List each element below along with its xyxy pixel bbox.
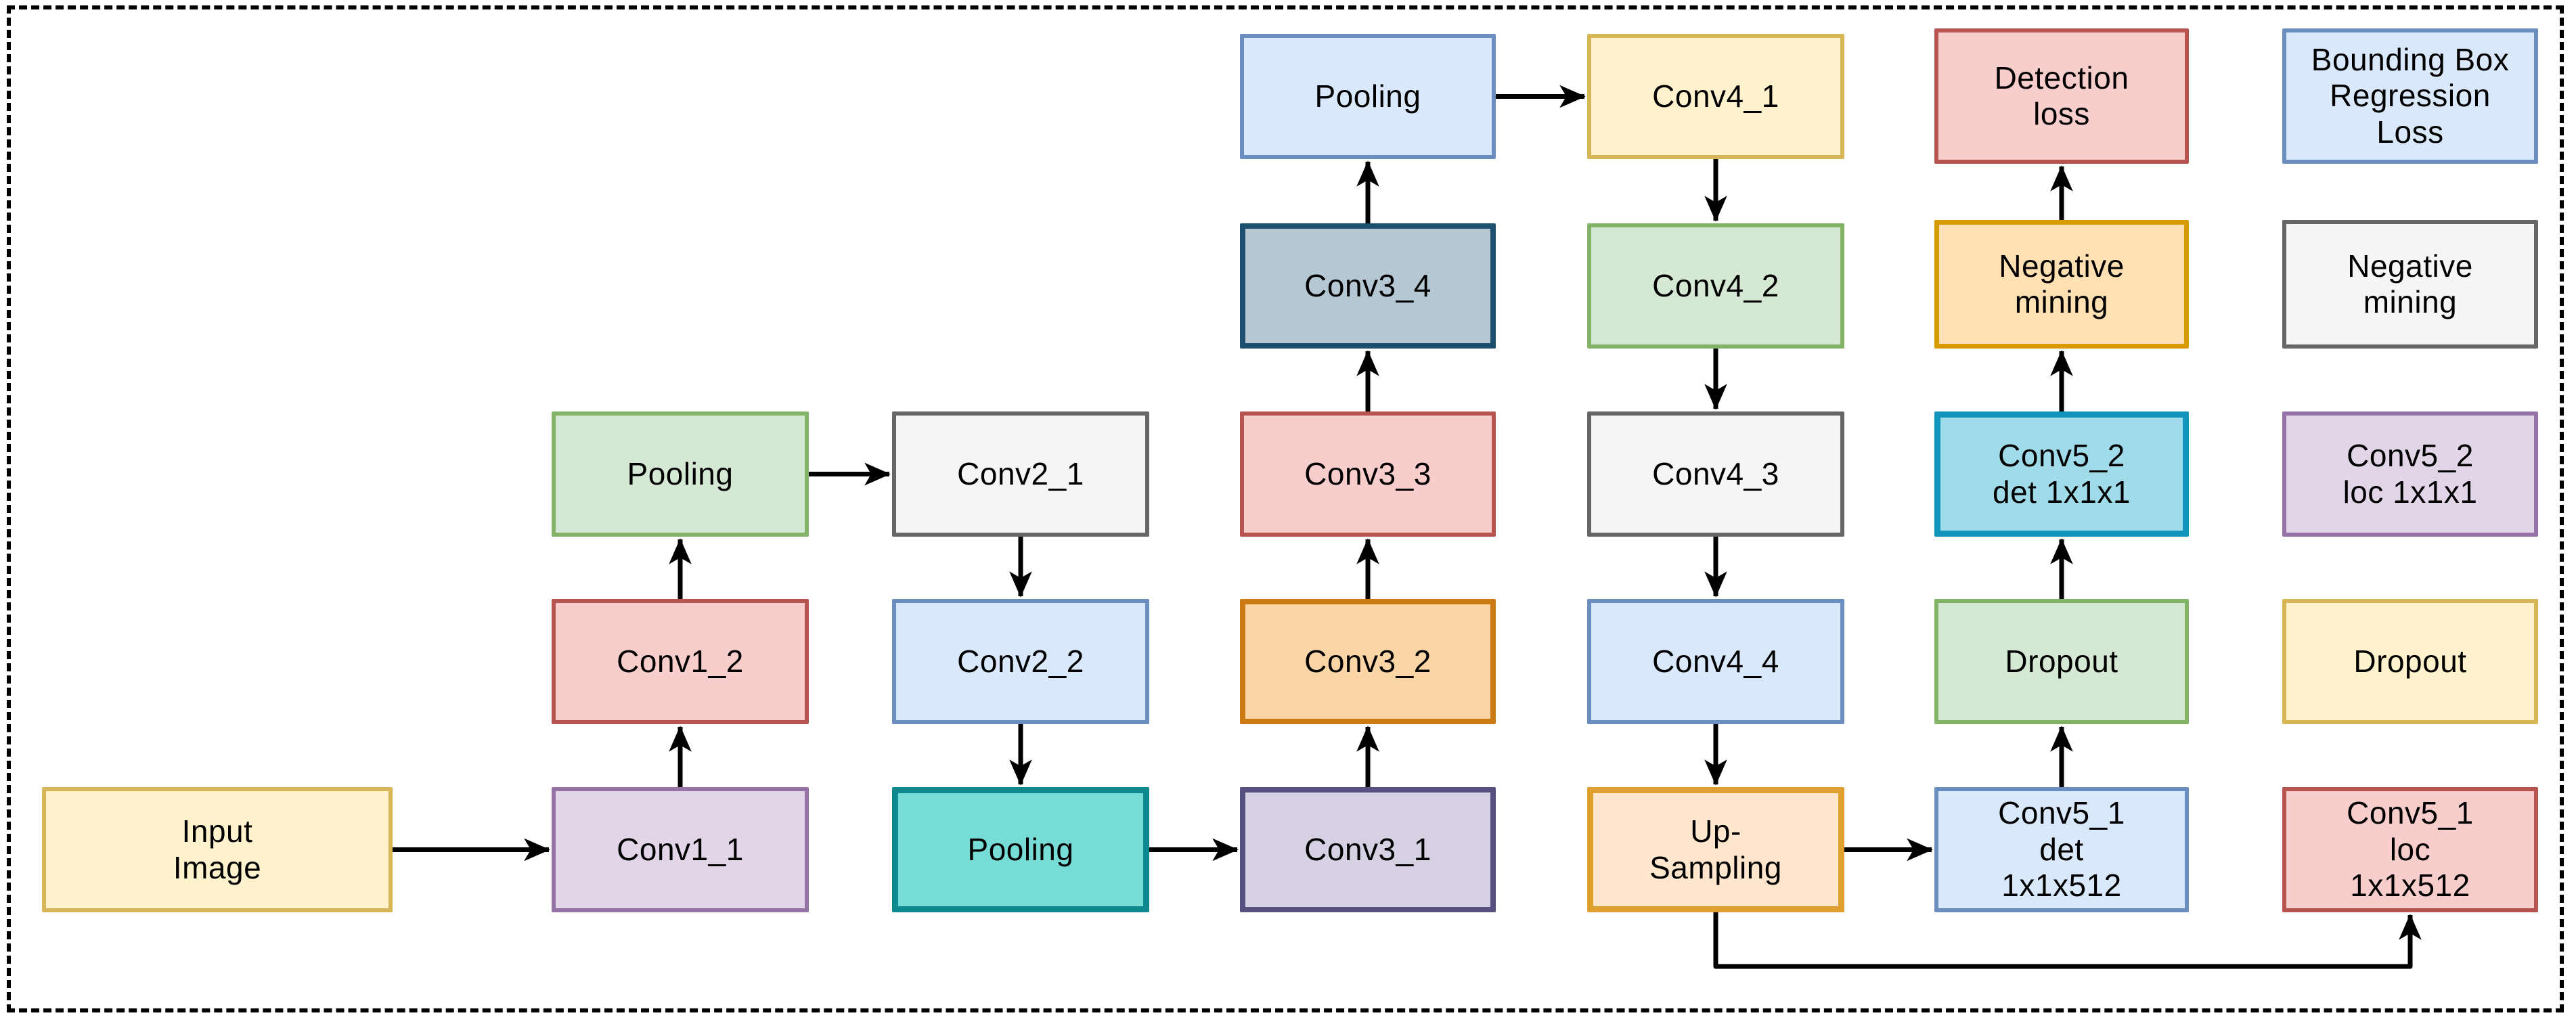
node-label-conv2_2: Conv2_2	[957, 643, 1084, 679]
node-conv4_4: Conv4_4	[1587, 599, 1844, 724]
node-label-conv4_1: Conv4_1	[1652, 78, 1779, 114]
node-conv1_2: Conv1_2	[552, 599, 809, 724]
node-label-neg_mining_loc: Negative mining	[2347, 248, 2473, 319]
node-label-conv3_2: Conv3_2	[1304, 643, 1431, 679]
node-bbox_loss: Bounding Box Regression Loss	[2282, 28, 2538, 164]
node-label-dropout_det: Dropout	[2005, 643, 2118, 679]
node-label-conv4_4: Conv4_4	[1652, 643, 1779, 679]
node-label-conv4_3: Conv4_3	[1652, 455, 1779, 491]
node-conv5_2_det: Conv5_2 det 1x1x1	[1934, 411, 2189, 537]
node-pooling_3: Pooling	[1240, 34, 1496, 159]
node-label-conv1_1: Conv1_1	[617, 831, 744, 867]
node-pooling_2: Pooling	[892, 787, 1149, 912]
node-label-bbox_loss: Bounding Box Regression Loss	[2311, 41, 2510, 150]
node-label-dropout_loc: Dropout	[2353, 643, 2467, 679]
node-label-upsampling: Up- Sampling	[1649, 813, 1782, 885]
node-upsampling: Up- Sampling	[1587, 787, 1844, 912]
node-label-conv1_2: Conv1_2	[617, 643, 744, 679]
node-neg_mining_loc: Negative mining	[2282, 220, 2538, 349]
node-label-pooling_3: Pooling	[1314, 78, 1421, 114]
node-label-conv5_1_det: Conv5_1 det 1x1x512	[1998, 795, 2125, 904]
node-conv2_1: Conv2_1	[892, 411, 1149, 537]
node-label-conv5_2_det: Conv5_2 det 1x1x1	[1993, 438, 2131, 510]
node-detection_loss: Detection loss	[1934, 28, 2189, 164]
node-conv4_1: Conv4_1	[1587, 34, 1844, 159]
node-dropout_loc: Dropout	[2282, 599, 2538, 724]
node-label-detection_loss: Detection loss	[1994, 60, 2129, 131]
node-label-pooling_1: Pooling	[627, 455, 734, 491]
node-conv3_1: Conv3_1	[1240, 787, 1496, 912]
node-label-conv3_1: Conv3_1	[1304, 831, 1431, 867]
node-conv4_2: Conv4_2	[1587, 223, 1844, 349]
node-label-pooling_2: Pooling	[967, 831, 1074, 867]
node-conv2_2: Conv2_2	[892, 599, 1149, 724]
node-label-conv5_2_loc: Conv5_2 loc 1x1x1	[2342, 438, 2478, 510]
node-dropout_det: Dropout	[1934, 599, 2189, 724]
node-label-conv3_4: Conv3_4	[1304, 267, 1431, 303]
node-conv5_2_loc: Conv5_2 loc 1x1x1	[2282, 411, 2538, 537]
node-label-conv4_2: Conv4_2	[1652, 267, 1779, 303]
node-conv3_3: Conv3_3	[1240, 411, 1496, 537]
node-label-conv3_3: Conv3_3	[1304, 455, 1431, 491]
node-conv5_1_loc: Conv5_1 loc 1x1x512	[2282, 787, 2538, 912]
node-conv5_1_det: Conv5_1 det 1x1x512	[1934, 787, 2189, 912]
node-conv4_3: Conv4_3	[1587, 411, 1844, 537]
node-label-conv2_1: Conv2_1	[957, 455, 1084, 491]
node-conv3_2: Conv3_2	[1240, 599, 1496, 724]
node-label-input_image: Input Image	[173, 813, 262, 885]
node-label-neg_mining_det: Negative mining	[1999, 248, 2125, 319]
node-label-conv5_1_loc: Conv5_1 loc 1x1x512	[2347, 795, 2474, 904]
node-pooling_1: Pooling	[552, 411, 809, 537]
node-conv1_1: Conv1_1	[552, 787, 809, 912]
node-input_image: Input Image	[42, 787, 393, 912]
node-neg_mining_det: Negative mining	[1934, 220, 2189, 349]
node-conv3_4: Conv3_4	[1240, 223, 1496, 349]
